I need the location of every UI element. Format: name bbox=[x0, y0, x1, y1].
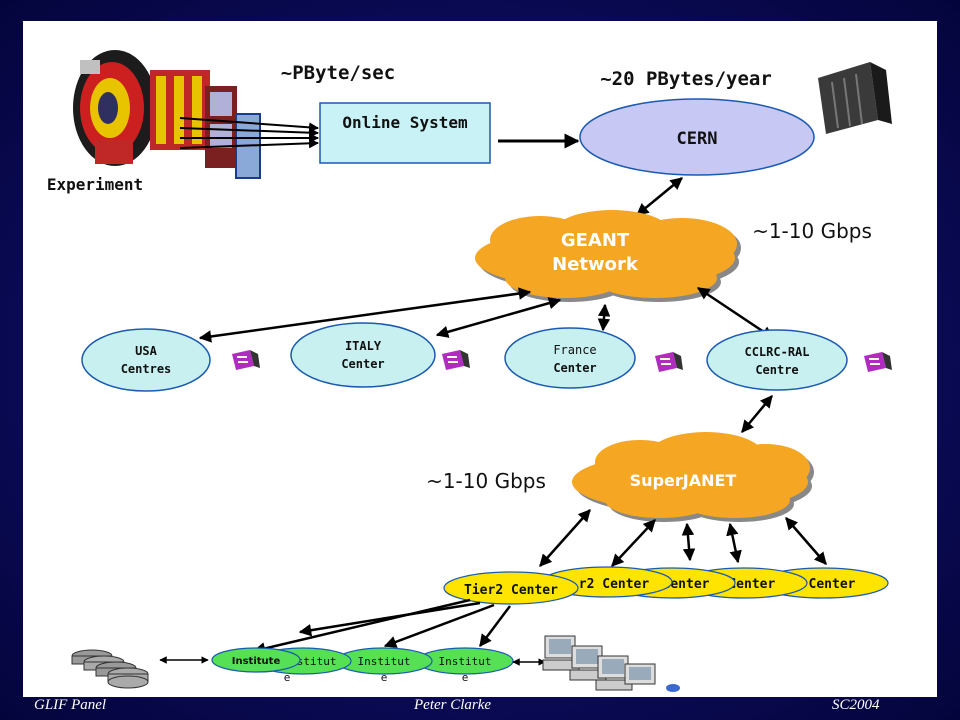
tier1-italy-line1: ITALY bbox=[345, 339, 382, 353]
storage-icon bbox=[442, 350, 470, 370]
institute-label-line1: Institut bbox=[358, 655, 411, 668]
detector-image bbox=[73, 50, 261, 179]
workstation-icon bbox=[569, 645, 607, 681]
pbytes-year-label: ~20 PBytes/year bbox=[600, 68, 772, 90]
detector-arrow bbox=[179, 117, 319, 133]
experiment-label: Experiment bbox=[47, 175, 143, 194]
institute-label-line2: e bbox=[381, 671, 388, 684]
tier2-institute-link bbox=[298, 601, 481, 637]
tier1-italy: ITALY Center bbox=[290, 322, 436, 388]
tier1-usa-line2: Centres bbox=[121, 362, 172, 376]
tier2-center-main: Tier2 Center bbox=[443, 571, 579, 605]
geant-label-line1: GEANT bbox=[561, 230, 630, 251]
detector-arrow bbox=[179, 138, 319, 149]
cern-label: CERN bbox=[677, 129, 718, 149]
tier2-institute-link bbox=[252, 598, 471, 655]
tier1-france-line2: Center bbox=[553, 361, 596, 375]
superjanet-bandwidth-label: ~1-10 Gbps bbox=[426, 469, 546, 493]
online-system-box bbox=[319, 102, 491, 164]
disk-stack-icon bbox=[71, 649, 149, 689]
footer-center: Peter Clarke bbox=[414, 697, 492, 713]
janet-tier2-link bbox=[726, 522, 742, 564]
slide-canvas: Online System ~PByte/sec Experiment ~20 … bbox=[23, 21, 937, 697]
network-diagram: Online System ~PByte/sec Experiment ~20 … bbox=[47, 50, 892, 692]
janet-tier2-link bbox=[785, 517, 827, 565]
footer-left: GLIF Panel bbox=[34, 697, 107, 713]
institute-front-label: Institute bbox=[232, 656, 281, 667]
workstation-icon bbox=[595, 655, 633, 691]
tier2-label: r2 Center bbox=[579, 577, 650, 592]
janet-tier2-link bbox=[611, 519, 656, 567]
geant-ral-link bbox=[696, 286, 775, 340]
geant-cloud: GEANT Network bbox=[475, 210, 741, 302]
footer-right: SC2004 bbox=[832, 697, 880, 713]
storage-server-image bbox=[818, 62, 892, 134]
geant-italy-link bbox=[435, 297, 562, 338]
tier2-label: Center bbox=[663, 577, 710, 592]
tier1-italy-line2: Center bbox=[341, 357, 384, 371]
geant-france-link bbox=[597, 303, 611, 332]
superjanet-label: SuperJANET bbox=[630, 471, 737, 490]
superjanet-cloud: SuperJANET bbox=[572, 432, 814, 522]
tier1-usa: USA Centres bbox=[81, 328, 211, 392]
tier1-france-line1: France bbox=[553, 343, 596, 357]
janet-tier2-link bbox=[681, 522, 696, 562]
geant-bandwidth-label: ~1-10 Gbps bbox=[752, 219, 872, 243]
tier1-france: France Center bbox=[504, 327, 636, 389]
storage-icon bbox=[232, 350, 260, 370]
institute-label-line1: Institut bbox=[439, 655, 492, 668]
workstation-icon bbox=[624, 663, 680, 692]
janet-tier2-link bbox=[539, 509, 591, 567]
tier1-ral-line2: Centre bbox=[755, 363, 798, 377]
cern-geant-link bbox=[636, 177, 683, 216]
institute-label-line2: e bbox=[284, 671, 291, 684]
institute-node-front: Institute bbox=[211, 647, 301, 673]
ral-superjanet-link bbox=[741, 395, 773, 433]
tier2-label: Center bbox=[809, 577, 856, 592]
tier1-usa-line1: USA bbox=[135, 344, 157, 358]
institute-node: Institut e bbox=[416, 647, 514, 684]
online-system-label: Online System bbox=[342, 113, 468, 132]
tier2-main-label: Tier2 Center bbox=[464, 583, 558, 598]
storage-icon bbox=[864, 352, 892, 372]
tier1-ral-line1: CCLRC-RAL bbox=[744, 345, 809, 359]
geant-label-line2: Network bbox=[552, 254, 639, 275]
tier2-institute-link bbox=[383, 603, 495, 648]
tier2-institute-link bbox=[479, 605, 511, 647]
pbyte-sec-label: ~PByte/sec bbox=[281, 62, 395, 84]
tier1-cclrc-ral: CCLRC-RAL Centre bbox=[706, 329, 848, 391]
institute-label-line2: e bbox=[462, 671, 469, 684]
cern-node bbox=[579, 98, 815, 176]
storage-icon bbox=[655, 352, 683, 372]
detector-arrow bbox=[179, 127, 319, 138]
institute-node: Institut e bbox=[335, 647, 433, 684]
